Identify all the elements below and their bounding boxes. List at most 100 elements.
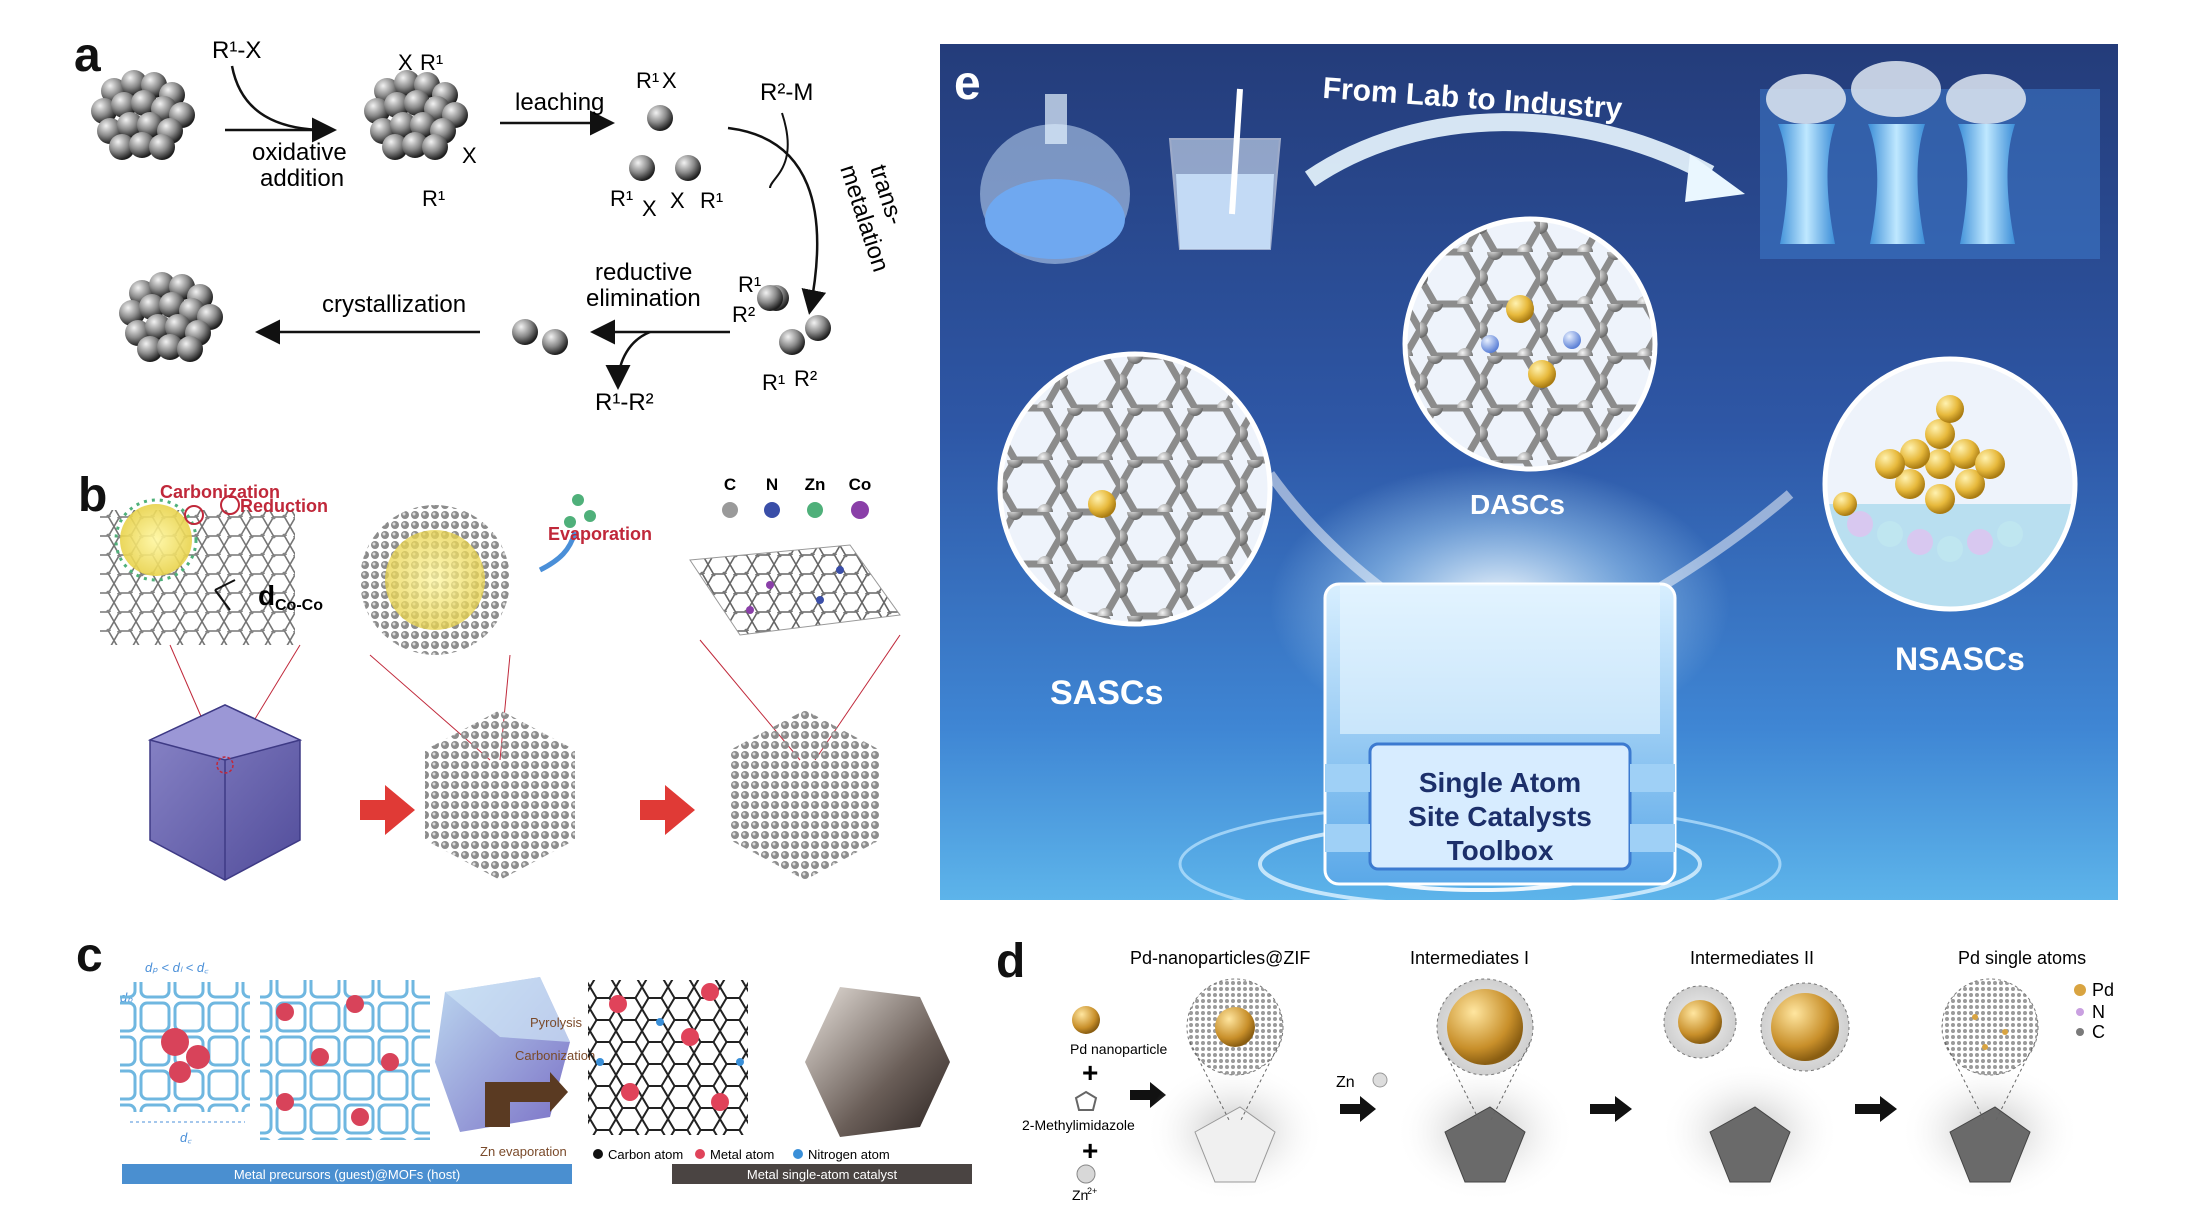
svg-text:Pd: Pd — [2092, 980, 2114, 1000]
stage-title-1: Pd-nanoparticles@ZIF — [1130, 948, 1310, 968]
panel-b: b C N Zn Co Carbonization Reduction — [70, 460, 930, 900]
panel-a: a R¹-X oxidative addition X R¹ — [70, 28, 940, 328]
oxidative-label: oxidative — [252, 139, 347, 166]
svg-text:Pyrolysis: Pyrolysis — [530, 1015, 583, 1030]
svg-text:R¹: R¹ — [738, 272, 761, 297]
flask-icon — [980, 94, 1130, 264]
toolbox-line-3: Toolbox — [1447, 835, 1554, 866]
svg-text:Nitrogen atom: Nitrogen atom — [808, 1147, 890, 1162]
svg-text:Co: Co — [849, 475, 872, 494]
panel-d: d Pd nanoparticle + 2-Methylimidazole + … — [990, 932, 2130, 1202]
svg-text:+: + — [1082, 1135, 1098, 1166]
panel-a-lower: crystallization reductive elimination R¹… — [70, 250, 940, 430]
elimination-label: elimination — [586, 285, 701, 312]
svg-text:C: C — [724, 475, 736, 494]
nanocluster-2 — [364, 70, 468, 160]
carbonized-polyhedron-2 — [730, 710, 880, 880]
svg-text:Carbon atom: Carbon atom — [608, 1147, 683, 1162]
svg-text:Zn: Zn — [1072, 1187, 1088, 1202]
dascs-label: DASCs — [1470, 489, 1565, 520]
svg-text:dₚ < dₗ < d꜀: dₚ < dₗ < d꜀ — [145, 960, 209, 975]
svg-text:2+: 2+ — [1087, 1186, 1097, 1196]
stage-title-3: Intermediates II — [1690, 948, 1814, 968]
svg-text:X: X — [462, 143, 477, 168]
stage-1-zif — [1145, 978, 1325, 1202]
sascs-label: SASCs — [1050, 674, 1163, 712]
toolbox-line-2: Site Catalysts — [1408, 801, 1592, 832]
r1x-label: R¹-X — [212, 37, 261, 64]
panel-e-label: e — [954, 57, 981, 110]
lab-to-industry-arrow — [1304, 113, 1715, 187]
nanocluster-1 — [91, 70, 195, 160]
r2m-label: R²-M — [760, 79, 813, 106]
beaker-icon — [1168, 88, 1282, 250]
svg-text:X: X — [398, 50, 413, 75]
nsascs-label: NSASCs — [1895, 641, 2025, 677]
stage-title-4: Pd single atoms — [1958, 948, 2086, 968]
sasc-structure — [997, 351, 1273, 627]
crystal-cluster — [119, 272, 223, 362]
evaporation-label: Evaporation — [548, 524, 652, 544]
dasc-structure — [1402, 216, 1658, 472]
leaching-label: leaching — [515, 89, 604, 116]
panel-d-label: d — [996, 935, 1026, 988]
svg-text:N: N — [766, 475, 778, 494]
svg-text:Zn: Zn — [805, 475, 826, 494]
panel-d-legend: Pd N C — [2074, 980, 2114, 1042]
carbon-sheet — [689, 544, 901, 636]
svg-text:Co-Co: Co-Co — [275, 597, 323, 614]
panel-c: c dₚ < dₗ < d꜀ dₚ d꜀ Pyrolysis Carboniza… — [70, 929, 990, 1184]
svg-text:2-Methylimidazole: 2-Methylimidazole — [1022, 1117, 1135, 1133]
zif-framework-1: Carbonization Reduction d Co-Co — [100, 482, 328, 645]
panel-a-scheme: R¹-X oxidative addition X R¹ X R¹ leachi… — [91, 37, 909, 315]
svg-text:Zn: Zn — [1336, 1074, 1355, 1091]
svg-text:R¹: R¹ — [700, 188, 723, 213]
crystallization-label: crystallization — [322, 291, 466, 318]
imidazole-icon — [1074, 1090, 1098, 1111]
stage-2-intermediate — [1395, 978, 1575, 1202]
svg-text:Carbonization: Carbonization — [515, 1048, 595, 1063]
stage-3-intermediate — [1660, 982, 1850, 1202]
svg-text:R¹: R¹ — [422, 186, 445, 211]
bar-mof-host: Metal precursors (guest)@MOFs (host) — [122, 1164, 572, 1184]
catalyst-particle — [805, 987, 950, 1137]
addition-label: addition — [260, 165, 344, 192]
svg-text:Pd nanoparticle: Pd nanoparticle — [1070, 1041, 1168, 1057]
toolbox-icon: Single Atom Site Catalysts Toolbox — [1323, 582, 1677, 886]
panel-c-label: c — [76, 929, 103, 982]
stage-4-single-atoms — [1900, 978, 2080, 1202]
red-arrow-2 — [640, 785, 695, 835]
svg-text:R¹: R¹ — [636, 68, 659, 93]
leached-atom — [647, 105, 673, 131]
svg-text:N: N — [2092, 1002, 2105, 1022]
red-arrow-1 — [360, 785, 415, 835]
stage-title-2: Intermediates I — [1410, 948, 1529, 968]
toolbox-line-1: Single Atom — [1419, 767, 1581, 798]
cooling-towers-icon — [1760, 61, 2100, 259]
zif-framework-2: Evaporation — [360, 494, 652, 655]
svg-text:X: X — [670, 188, 685, 213]
panel-e: e — [940, 44, 2118, 900]
panel-b-legend: C N Zn Co — [722, 475, 871, 519]
svg-text:Zn evaporation: Zn evaporation — [480, 1144, 567, 1159]
brown-arrow — [485, 1072, 568, 1127]
carbonization-label: Carbonization — [160, 482, 280, 502]
nsasc-structure — [1822, 356, 2078, 612]
svg-text:d꜀: d꜀ — [180, 1130, 192, 1145]
svg-text:X: X — [662, 68, 677, 93]
svg-text:Metal atom: Metal atom — [710, 1147, 774, 1162]
dcoco-label: d — [258, 580, 275, 611]
panel-c-legend: Carbon atom Metal atom Nitrogen atom — [593, 1147, 890, 1162]
svg-text:R²: R² — [794, 366, 817, 391]
carbonized-polyhedron-1 — [425, 710, 575, 880]
r1r2-label: R¹-R² — [595, 389, 654, 416]
svg-text:C: C — [2092, 1022, 2105, 1042]
reduction-label: Reduction — [240, 496, 328, 516]
svg-text:R¹: R¹ — [420, 50, 443, 75]
svg-text:X: X — [642, 196, 657, 221]
svg-text:+: + — [1082, 1057, 1098, 1088]
bar-single-atom: Metal single-atom catalyst — [672, 1164, 972, 1184]
pd-nanoparticle-icon — [1072, 1006, 1100, 1034]
reductive-label: reductive — [595, 259, 692, 286]
svg-text:R¹: R¹ — [610, 186, 633, 211]
